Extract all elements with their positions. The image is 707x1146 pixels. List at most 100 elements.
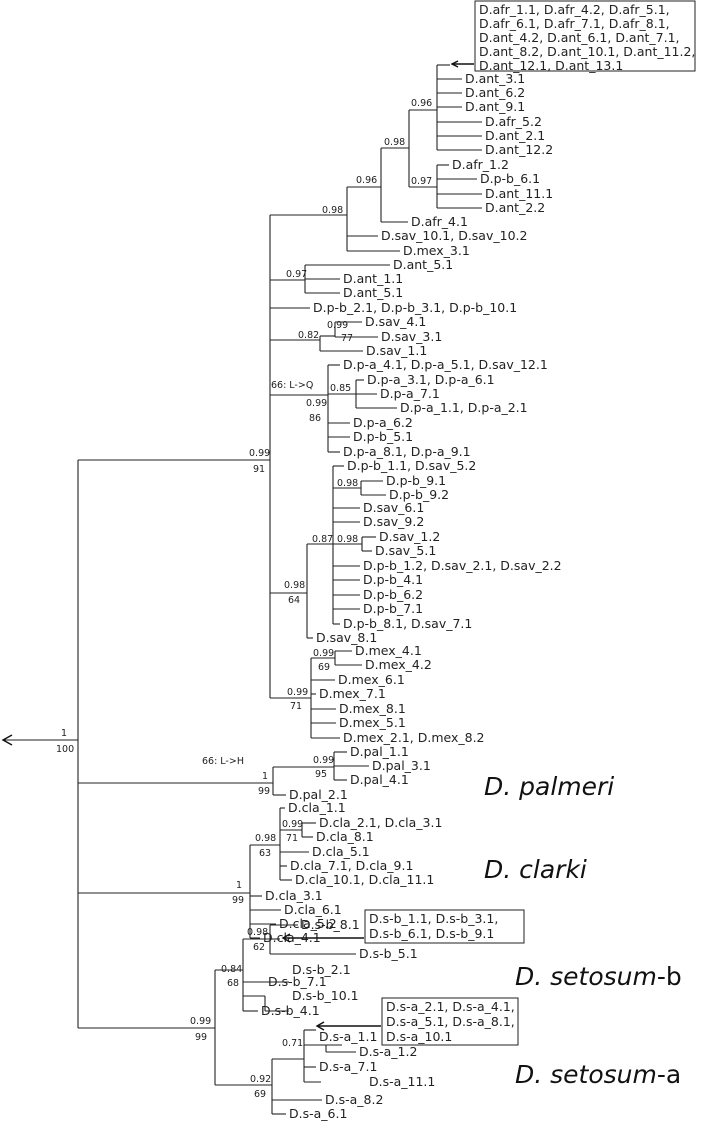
tip-label: D.mex_5.1	[339, 715, 406, 730]
root-arrow-icon	[1, 734, 13, 746]
support-label: 71	[286, 833, 298, 844]
support-label: 0.87	[312, 534, 333, 545]
support-label: 0.92	[250, 1074, 271, 1085]
tip-label: D.cla_6.1	[284, 902, 342, 917]
tip-label: D.sav_1.1	[366, 343, 427, 358]
support-label: 1	[236, 880, 242, 891]
support-label: 0.97	[286, 269, 307, 280]
tip-label: D.p-a_7.1	[380, 386, 440, 401]
support-label: 1	[61, 728, 67, 739]
tip-label: D.mex_8.1	[339, 701, 406, 716]
tip-label: D.mex_6.1	[338, 672, 405, 687]
tip-label: D.s-a_6.1	[289, 1106, 347, 1121]
tip-label: D.s-a_11.1	[369, 1074, 435, 1089]
tip-label: D.s-b_7.1	[268, 974, 327, 989]
group-line: D.s-a_5.1, D.s-a_8.1,	[386, 1014, 515, 1029]
support-label: 0.98	[337, 534, 358, 545]
group-box	[381, 997, 519, 1046]
support-label: 91	[253, 464, 265, 475]
support-label: 0.84	[221, 964, 242, 975]
support-values: 0.96 0.98 0.96 0.97 0.98 0.97 0.99 77 0.…	[56, 98, 432, 1100]
support-label: 68	[227, 978, 239, 989]
support-label: 0.98	[284, 580, 305, 591]
tip-label: D.mex_7.1	[319, 686, 386, 701]
group-line: D.s-b_1.1, D.s-b_3.1,	[369, 911, 498, 926]
tip-label: D.p-b_8.1, D.sav_7.1	[343, 616, 472, 631]
clade-label-palmeri: D. palmeri	[484, 772, 614, 801]
support-label: 64	[288, 595, 300, 606]
support-label: 0.99	[306, 398, 327, 409]
tip-label: D.ant_9.1	[465, 99, 525, 114]
tip-label: D.p-a_8.1, D.p-a_9.1	[343, 444, 471, 459]
tip-label: D.afr_5.2	[485, 114, 542, 129]
tip-label: D.s-b_4.1	[261, 1003, 320, 1018]
mutation-label: 66: L->Q	[271, 380, 313, 391]
support-label: 0.99	[313, 755, 334, 766]
group-line: D.s-b_6.1, D.s-b_9.1	[369, 926, 494, 941]
support-label: 0.99	[313, 648, 334, 659]
clade-label-setosum-a: D. setosum-a	[515, 1060, 681, 1089]
tip-label: D.s-b_8.1	[301, 917, 360, 932]
tip-label: D.cla_3.1	[265, 888, 323, 903]
support-label: 63	[259, 848, 271, 859]
tip-label: D.p-b_2.1, D.p-b_3.1, D.p-b_10.1	[313, 300, 517, 315]
group-box	[474, 0, 696, 72]
support-label: 0.99	[190, 1016, 211, 1027]
tip-label: D.ant_3.1	[465, 71, 525, 86]
tip-label: D.sav_6.1	[363, 500, 424, 515]
tip-label: D.p-b_9.1	[386, 473, 446, 488]
tip-label: D.sav_4.1	[365, 314, 426, 329]
group-line: D.afr_1.1, D.afr_4.2, D.afr_5.1,	[479, 2, 670, 17]
tip-label: D.pal_1.1	[350, 744, 409, 759]
support-label: 0.85	[330, 383, 351, 394]
tip-label: D.sav_9.2	[363, 514, 424, 529]
tip-label: D.ant_2.2	[485, 200, 545, 215]
tip-label: D.p-b_6.2	[363, 587, 423, 602]
tip-label: D.sav_8.1	[316, 630, 377, 645]
group-line: D.afr_6.1, D.afr_7.1, D.afr_8.1,	[479, 16, 670, 31]
support-label: 0.98	[322, 205, 343, 216]
support-label: 1	[262, 771, 268, 782]
clade-label-clarki: D. clarki	[484, 855, 587, 884]
support-label: 99	[258, 786, 270, 797]
collapsed-group-setosum-b: D.s-b_1.1, D.s-b_3.1, D.s-b_6.1, D.s-b_9…	[281, 909, 525, 944]
support-label: 86	[309, 413, 321, 424]
tip-label: D.ant_5.1	[393, 257, 453, 272]
support-label: 62	[253, 942, 265, 953]
clade-label-setosum-b: D. setosum-b	[515, 962, 682, 991]
tip-label: D.p-a_6.2	[353, 415, 413, 430]
support-label: 0.98	[247, 927, 268, 938]
support-label: 95	[315, 769, 327, 780]
tip-label: D.ant_2.1	[485, 128, 545, 143]
support-label: 0.82	[298, 330, 319, 341]
support-label: 99	[195, 1032, 207, 1043]
mutation-label: 66: L->H	[202, 756, 244, 767]
tip-label: D.p-a_4.1, D.p-a_5.1, D.sav_12.1	[343, 357, 548, 372]
group-line: D.s-a_10.1	[386, 1029, 452, 1044]
tip-label: D.mex_4.1	[355, 643, 422, 658]
tip-label: D.ant_5.1	[343, 285, 403, 300]
tip-label: D.s-a_7.1	[319, 1059, 377, 1074]
tip-label: D.p-a_3.1, D.p-a_6.1	[367, 372, 495, 387]
tip-label: D.afr_1.2	[452, 157, 509, 172]
support-label: 100	[56, 744, 74, 755]
tip-label: D.mex_2.1, D.mex_8.2	[343, 730, 485, 745]
group-line: D.ant_8.2, D.ant_10.1, D.ant_11.2,	[479, 44, 695, 59]
tip-label: D.sav_5.1	[375, 543, 436, 558]
group-line: D.s-a_2.1, D.s-a_4.1,	[386, 999, 515, 1014]
support-label: 0.96	[411, 98, 432, 109]
tip-label: D.p-b_7.1	[363, 601, 423, 616]
group-box	[364, 909, 525, 944]
support-label: 0.98	[255, 833, 276, 844]
tip-label: D.pal_3.1	[372, 758, 431, 773]
tip-label: D.p-b_6.1	[480, 171, 540, 186]
tip-label: D.s-b_10.1	[292, 988, 359, 1003]
group-line: D.ant_12.1, D.ant_13.1	[479, 58, 623, 73]
tip-label: D.s-a_1.2	[359, 1044, 417, 1059]
tip-label: D.s-a_8.2	[325, 1092, 383, 1107]
support-label: 0.97	[411, 176, 432, 187]
tip-label: D.cla_1.1	[288, 800, 346, 815]
tip-label: D.mex_4.2	[365, 657, 432, 672]
support-label: 0.99	[282, 819, 303, 830]
tip-label: D.p-b_4.1	[363, 572, 423, 587]
